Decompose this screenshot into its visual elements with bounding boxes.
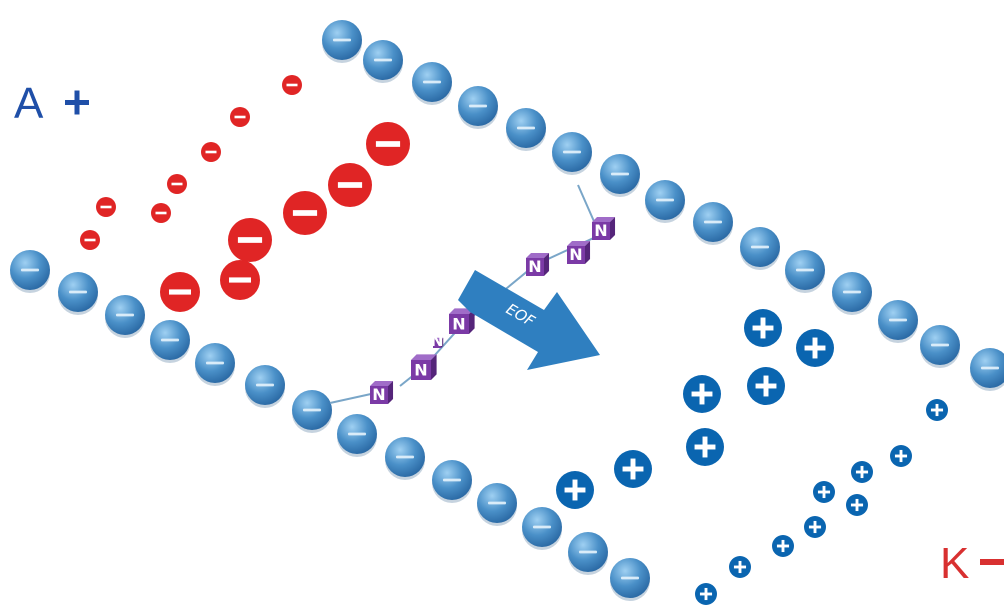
minus-sphere-icon [522, 507, 562, 550]
cation-cloud [556, 309, 948, 605]
capillary-wall-bottom [10, 250, 650, 601]
molecule-unit-label: N [430, 331, 443, 350]
minus-circle-icon [282, 75, 302, 95]
minus-sphere-icon [10, 250, 50, 293]
minus-sphere-icon [785, 250, 825, 293]
minus-sphere-icon [693, 202, 733, 245]
plus-circle-icon [744, 309, 782, 347]
minus-sphere-icon [552, 132, 592, 175]
minus-sphere-icon [412, 62, 452, 105]
plus-circle-icon [614, 450, 652, 488]
minus-sphere-icon [878, 300, 918, 343]
n-cube-icon: N [430, 331, 443, 350]
eof-arrow: EOF [458, 270, 600, 370]
plus-circle-icon [772, 535, 794, 557]
minus-circle-icon [283, 191, 327, 235]
plus-circle-icon [796, 329, 834, 367]
minus-circle-icon [366, 122, 410, 166]
minus-sphere-icon [740, 227, 780, 270]
minus-sphere-icon [645, 180, 685, 223]
minus-sphere-icon [970, 348, 1004, 391]
n-cube-icon: N [567, 240, 591, 264]
plus-circle-icon [747, 367, 785, 405]
molecule-unit-label: N [414, 361, 427, 380]
minus-sphere-icon [322, 20, 362, 63]
minus-sphere-icon [432, 460, 472, 503]
cathode-label: K [940, 539, 969, 588]
minus-sphere-icon [105, 295, 145, 338]
minus-sphere-icon [477, 483, 517, 526]
minus-circle-icon [167, 174, 187, 194]
capillary-wall-top [322, 20, 1004, 391]
plus-circle-icon [556, 471, 594, 509]
n-cube-icon: N [526, 252, 550, 276]
minus-circle-icon [151, 203, 171, 223]
plus-circle-icon [926, 399, 948, 421]
molecule-unit-label: N [528, 257, 541, 276]
anion-cloud [80, 75, 410, 312]
plus-circle-icon [813, 481, 835, 503]
n-cube-icon: N [592, 216, 616, 240]
minus-sphere-icon [832, 272, 872, 315]
molecule-unit-label: N [569, 245, 582, 264]
minus-circle-icon [230, 107, 250, 127]
minus-sphere-icon [506, 108, 546, 151]
arrow-icon [458, 270, 600, 370]
minus-circle-icon [160, 272, 200, 312]
anode-plus-icon [65, 90, 89, 115]
plus-circle-icon [686, 428, 724, 466]
minus-sphere-icon [385, 437, 425, 480]
plus-circle-icon [846, 494, 868, 516]
minus-sphere-icon [600, 154, 640, 197]
plus-circle-icon [804, 516, 826, 538]
plus-circle-icon [851, 461, 873, 483]
minus-sphere-icon [363, 40, 403, 83]
n-cube-icon: N [370, 380, 394, 404]
minus-circle-icon [80, 230, 100, 250]
minus-sphere-icon [337, 414, 377, 457]
minus-sphere-icon [610, 558, 650, 601]
n-cube-icon: N [411, 354, 437, 380]
minus-circle-icon [220, 260, 260, 300]
minus-circle-icon [228, 218, 272, 262]
minus-sphere-icon [195, 343, 235, 386]
minus-circle-icon [96, 197, 116, 217]
minus-sphere-icon [150, 320, 190, 363]
anode-label: A [14, 79, 44, 128]
plus-circle-icon [683, 375, 721, 413]
cathode-minus-icon [980, 559, 1004, 565]
minus-sphere-icon [292, 390, 332, 433]
minus-sphere-icon [920, 325, 960, 368]
minus-sphere-icon [458, 86, 498, 129]
plus-circle-icon [890, 445, 912, 467]
minus-circle-icon [201, 142, 221, 162]
plus-circle-icon [729, 556, 751, 578]
minus-sphere-icon [245, 365, 285, 408]
minus-sphere-icon [568, 532, 608, 575]
molecule-unit-label: N [372, 385, 385, 404]
minus-circle-icon [328, 163, 372, 207]
plus-circle-icon [695, 583, 717, 605]
minus-sphere-icon [58, 272, 98, 315]
molecule-unit-label: N [452, 315, 465, 334]
molecule-unit-label: N [594, 221, 607, 240]
